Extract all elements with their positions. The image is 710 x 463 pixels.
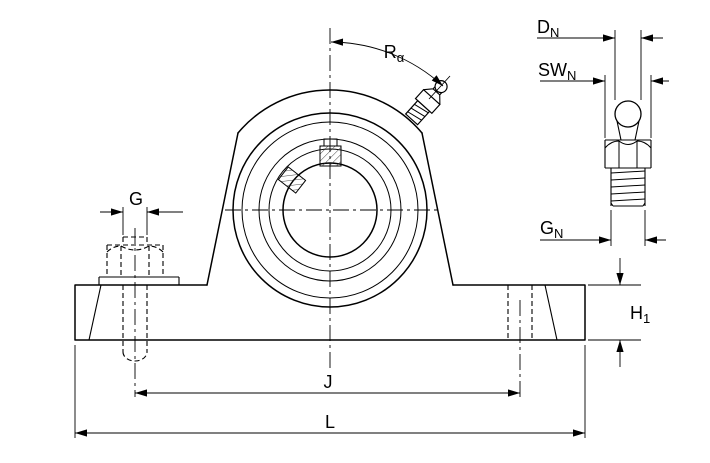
dim-l: L bbox=[74, 345, 586, 438]
right-bolt-hole-hidden bbox=[507, 285, 533, 340]
dim-label-l: L bbox=[325, 412, 335, 432]
dim-label-dn: DN bbox=[537, 17, 559, 40]
dim-dn: DN bbox=[537, 17, 663, 100]
centerlines bbox=[134, 28, 521, 397]
dim-r-alpha: Rα bbox=[330, 38, 451, 100]
nipple-ball bbox=[614, 100, 642, 128]
dim-g: G bbox=[100, 189, 183, 235]
dim-j: J bbox=[135, 372, 520, 397]
dim-gn: GN bbox=[540, 210, 666, 246]
dim-label-gn: GN bbox=[540, 218, 563, 241]
bolt-tip bbox=[122, 351, 148, 362]
dim-swn: SWN bbox=[538, 60, 669, 138]
housing-base bbox=[74, 276, 586, 341]
bolt-pad bbox=[98, 276, 180, 285]
dim-label-j: J bbox=[324, 372, 333, 392]
grease-nipple-detail bbox=[604, 100, 652, 207]
setscrew-top bbox=[319, 138, 342, 167]
setscrew-side bbox=[277, 166, 307, 194]
dim-label-r-alpha: Rα bbox=[384, 42, 405, 65]
dim-label-swn: SWN bbox=[538, 60, 576, 83]
dim-label-h1: H1 bbox=[630, 303, 650, 326]
anchor-bolt bbox=[106, 236, 164, 362]
dim-label-g: G bbox=[129, 189, 143, 209]
thread-lines bbox=[610, 170, 646, 202]
dim-h1: H1 bbox=[588, 258, 650, 367]
grease-fitting bbox=[404, 80, 448, 126]
